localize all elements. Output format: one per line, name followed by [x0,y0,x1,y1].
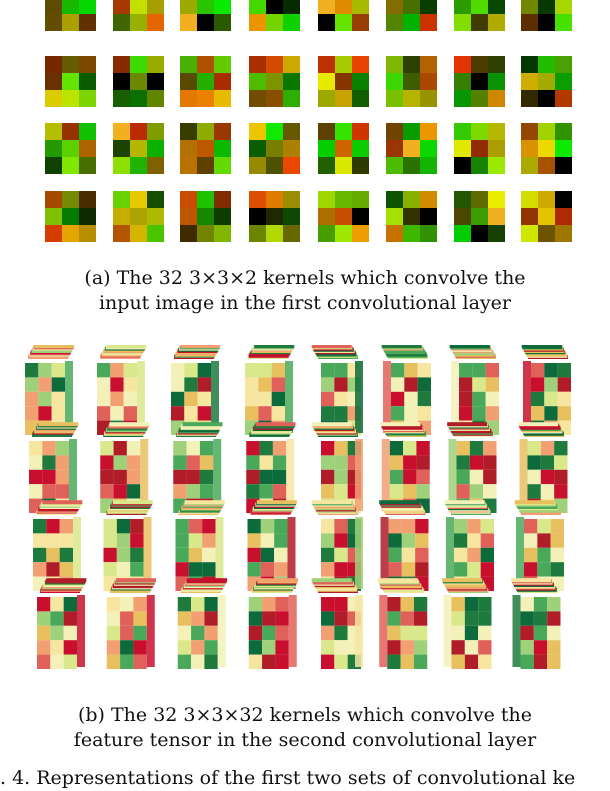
kernel-stack-0 [25,345,87,669]
kernel-stack-4 [311,345,363,669]
kernel-19 [249,123,300,174]
first-layer-kernels [45,0,572,242]
kernel-1 [113,0,164,31]
kernel-0 [45,0,96,31]
caption-b-line2: feature tensor in the second convolution… [73,729,537,751]
figure-caption: . 4. Representations of the first two se… [0,767,576,789]
kernel-30 [454,191,505,242]
kernel-7 [521,0,572,31]
kernel-8 [45,56,96,107]
kernel-27 [249,191,300,242]
kernel-25 [113,191,164,242]
kernel-24 [45,191,96,242]
caption-b-line1: (b) The 32 3×3×32 kernels which convolve… [77,704,533,726]
kernel-21 [386,123,437,174]
kernel-2 [180,0,231,31]
kernel-23 [521,123,572,174]
kernel-stack-1 [97,345,157,669]
kernel-stack-3 [245,345,299,669]
kernel-26 [180,191,231,242]
kernel-11 [249,56,300,107]
kernel-10 [180,56,231,107]
kernel-17 [113,123,164,174]
kernel-13 [386,56,437,107]
kernel-5 [386,0,437,31]
kernel-31 [521,191,572,242]
kernel-4 [318,0,369,31]
kernel-stack-5 [377,345,431,669]
kernel-14 [454,56,505,107]
kernel-stack-7 [511,345,571,669]
kernel-12 [318,56,369,107]
kernel-15 [521,56,572,107]
caption-a-line1: (a) The 32 3×3×2 kernels which convolve … [84,267,526,289]
kernel-22 [454,123,505,174]
kernel-9 [113,56,164,107]
kernel-20 [318,123,369,174]
caption-a-line2: input image in the first convolutional l… [98,292,512,314]
kernel-stack-6 [442,345,499,669]
kernel-29 [386,191,437,242]
kernel-18 [180,123,231,174]
kernel-3 [249,0,300,31]
kernel-stack-2 [171,345,228,669]
caption-b: (b) The 32 3×3×32 kernels which convolve… [0,703,610,753]
kernel-16 [45,123,96,174]
second-layer-kernels [25,345,571,669]
caption-a: (a) The 32 3×3×2 kernels which convolve … [0,266,610,316]
kernel-6 [454,0,505,31]
kernel-28 [318,191,369,242]
